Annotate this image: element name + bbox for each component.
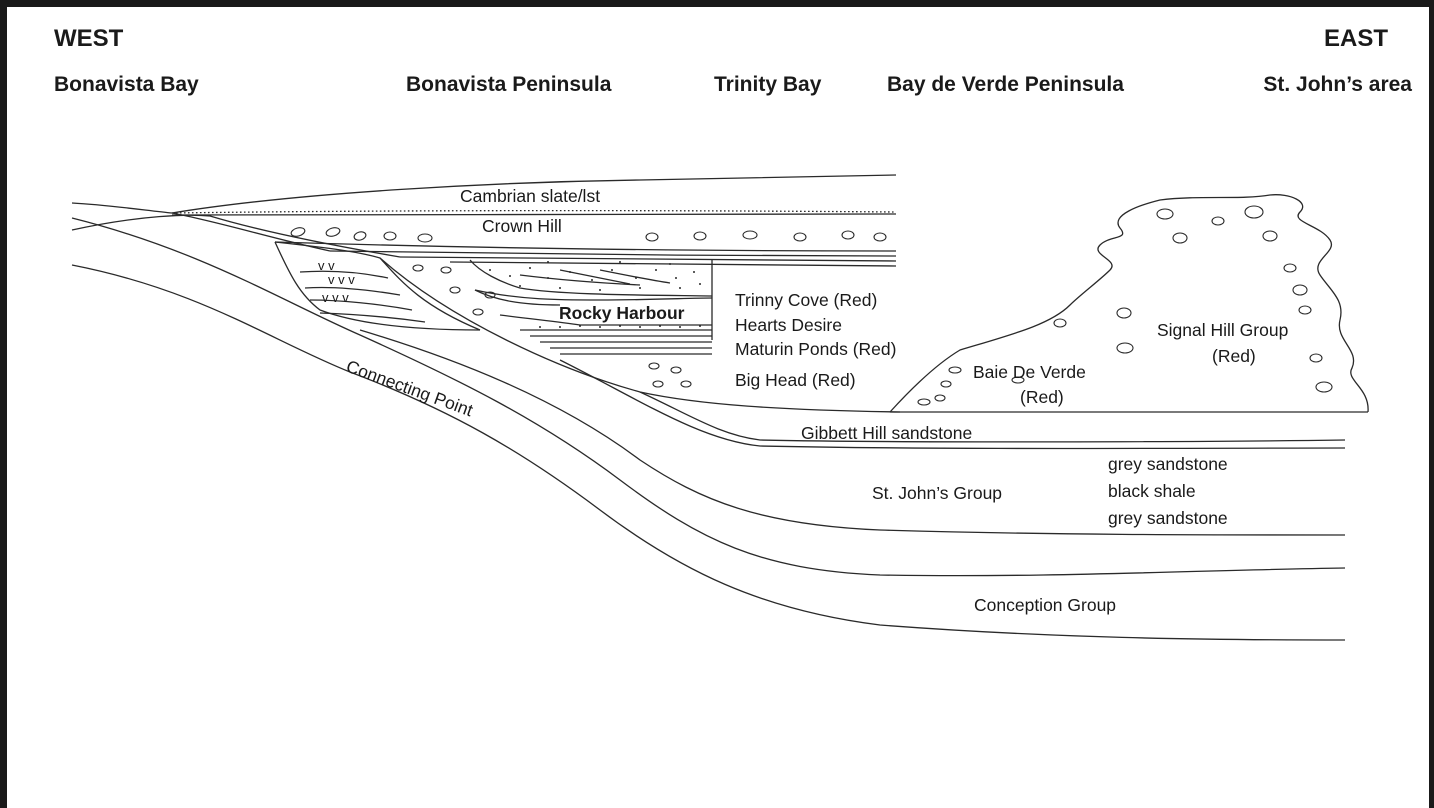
label-crown-hill: Crown Hill [482,216,562,236]
label-baie-de-verde-red: (Red) [1020,387,1064,407]
west-label: WEST [54,25,124,52]
sandstone-stipple [489,261,701,328]
label-grey-sandstone-upper: grey sandstone [1108,454,1228,474]
label-big-head: Big Head (Red) [735,370,856,390]
label-signal-hill-red: (Red) [1212,346,1256,366]
label-black-shale: black shale [1108,481,1196,501]
svg-text:v v v: v v v [322,290,349,305]
label-conception-group: Conception Group [974,595,1116,615]
label-grey-sandstone-lower: grey sandstone [1108,508,1228,528]
stratigraphic-lines [71,174,1369,641]
label-trinny-cove: Trinny Cove (Red) [735,290,877,310]
label-signal-hill: Signal Hill Group [1157,320,1288,340]
label-maturin-ponds: Maturin Ponds (Red) [735,339,896,359]
volcanic-marks: v v v v v v v v [318,258,355,305]
region-st-johns-area: St. John’s area [1263,73,1412,96]
region-bonavista-bay: Bonavista Bay [54,73,199,96]
svg-text:v v v: v v v [328,272,355,287]
region-bonavista-peninsula: Bonavista Peninsula [406,73,612,96]
region-trinity-bay: Trinity Bay [714,73,822,96]
label-connecting-point: Connecting Point [344,356,476,420]
label-baie-de-verde: Baie De Verde [973,362,1086,382]
conglomerate-pebbles [290,205,1333,406]
label-st-johns-group: St. John’s Group [872,483,1002,503]
label-cambrian: Cambrian slate/lst [460,186,600,206]
svg-text:v v: v v [318,258,335,273]
region-bay-de-verde-peninsula: Bay de Verde Peninsula [887,73,1124,96]
label-gibbett-hill: Gibbett Hill sandstone [801,423,972,443]
east-label: EAST [1323,25,1388,52]
label-rocky-harbour: Rocky Harbour [559,303,685,323]
label-hearts-desire: Hearts Desire [735,315,842,335]
